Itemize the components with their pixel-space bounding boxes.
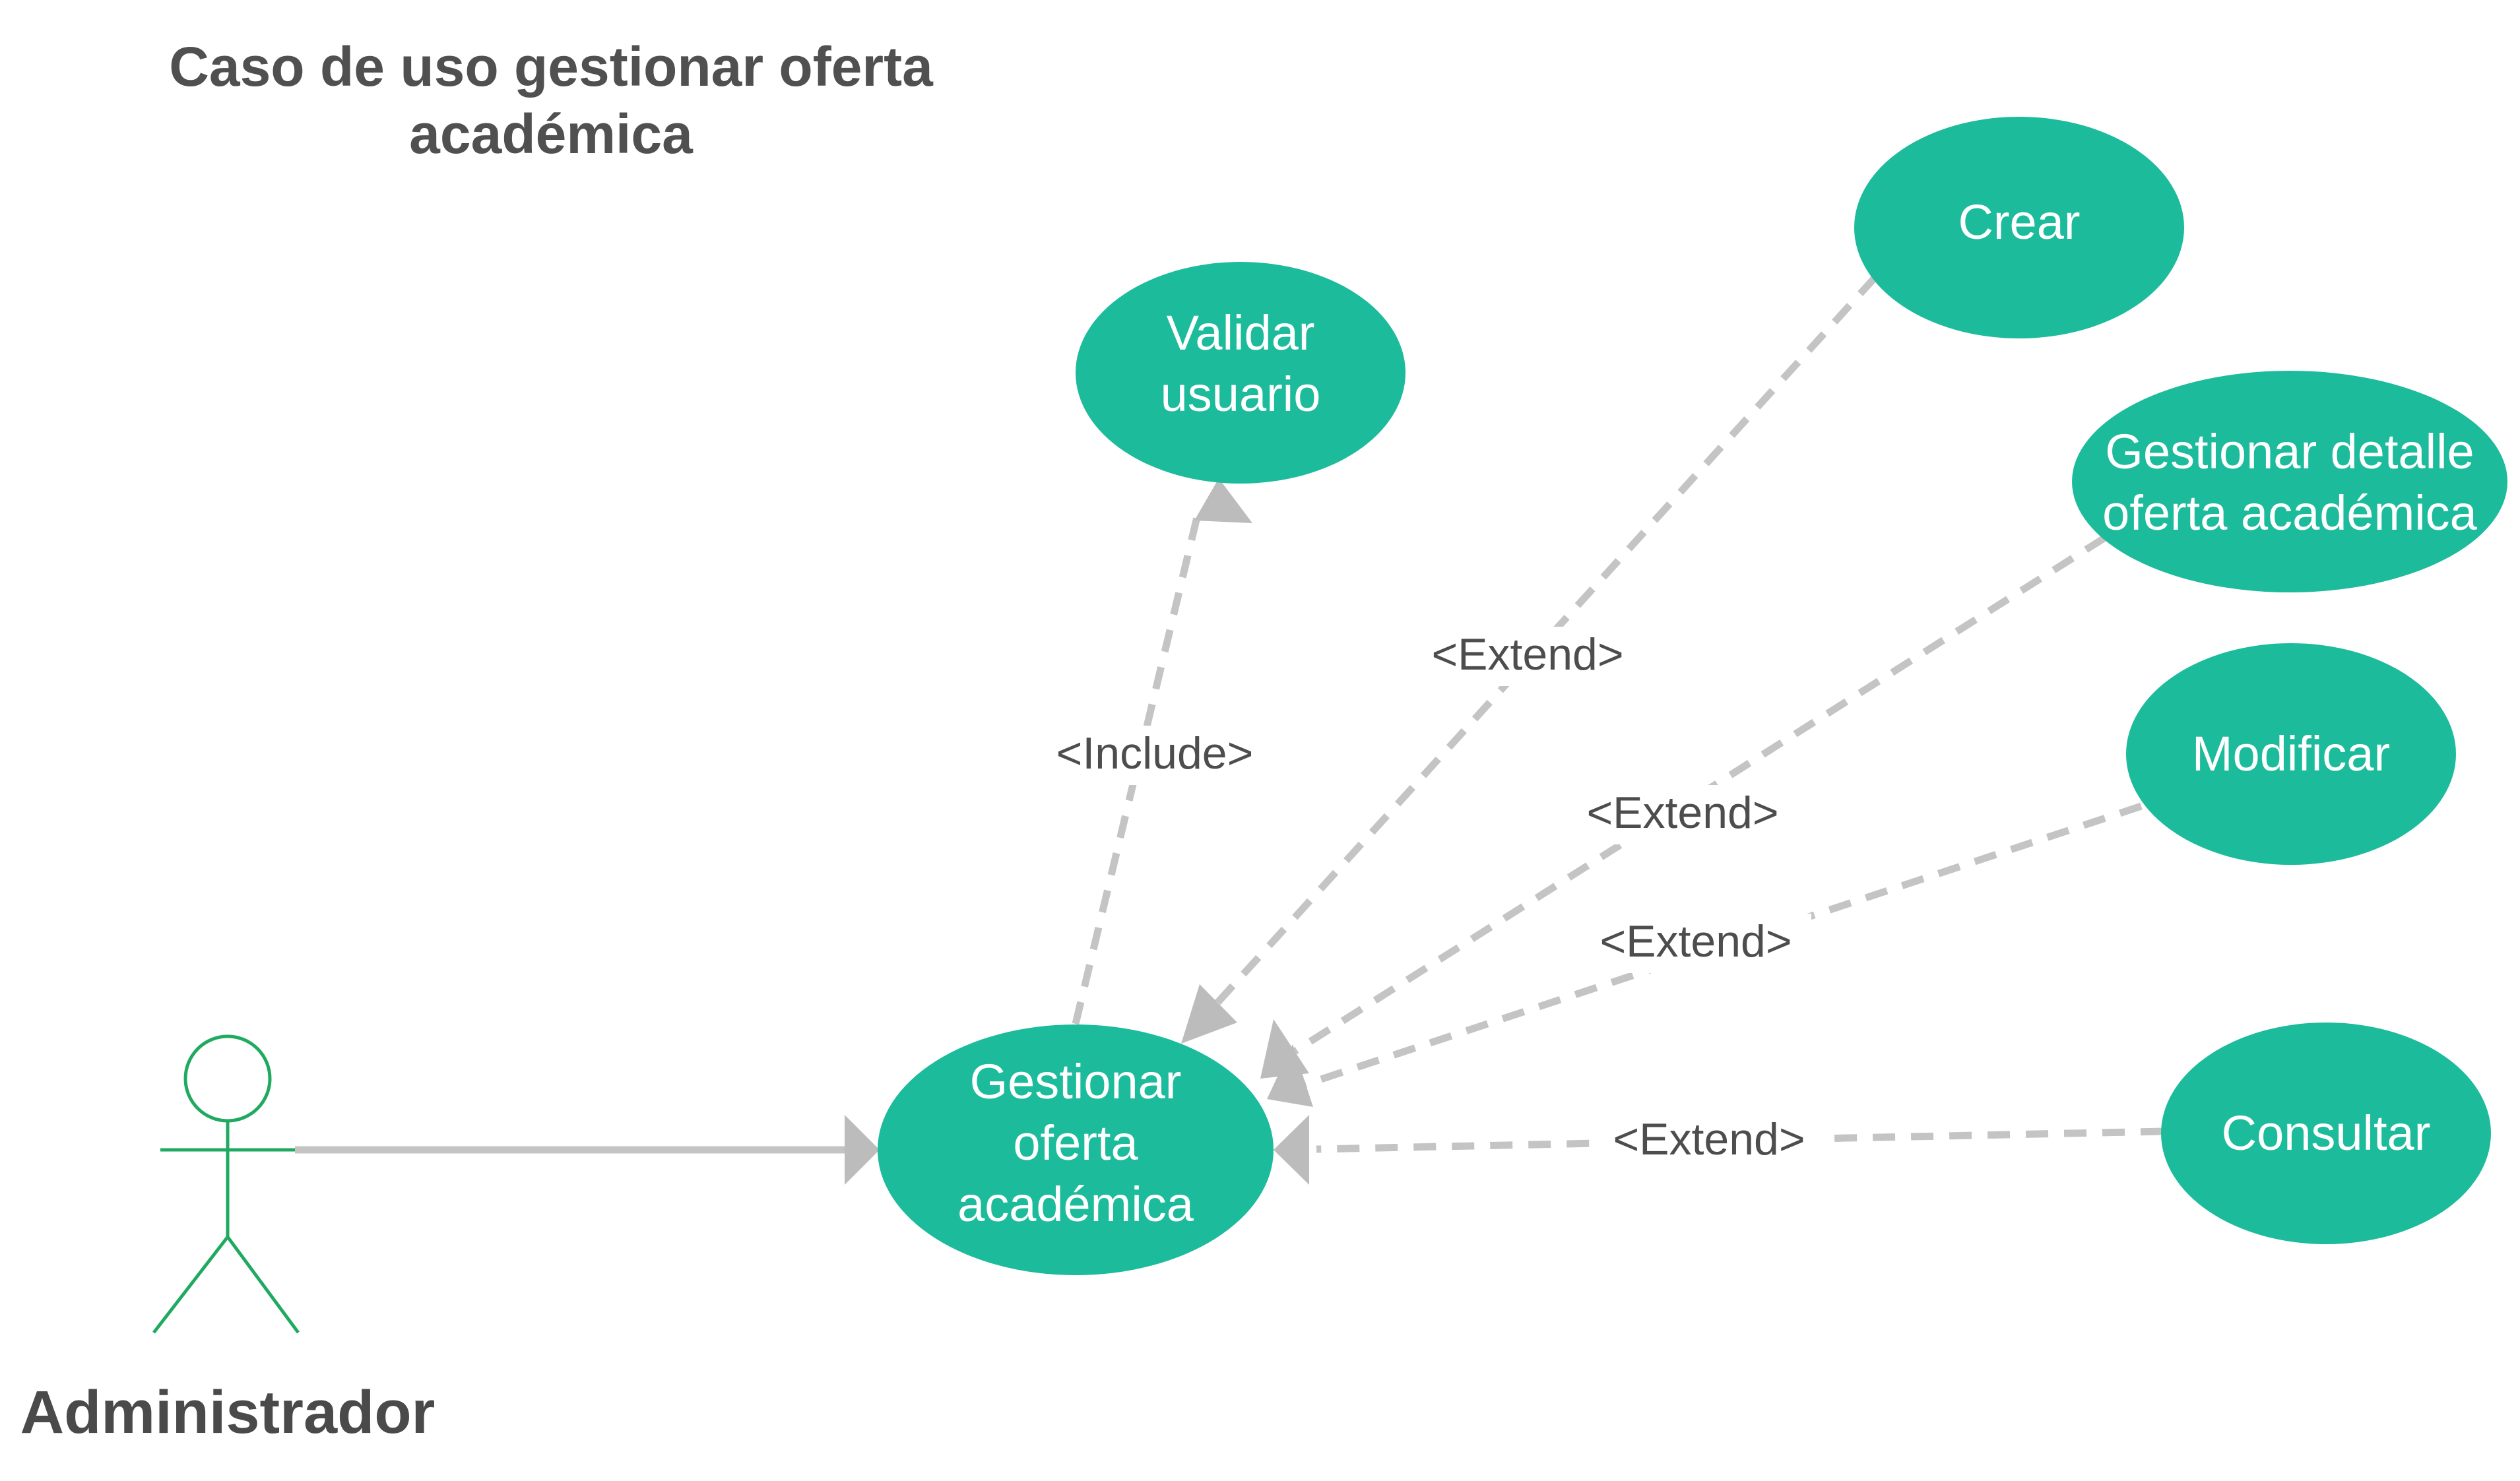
extend-crear-label: <Extend> — [1431, 629, 1623, 679]
extend-consultar-label-bg — [1597, 1112, 1821, 1171]
actor-left-leg — [152, 1236, 229, 1334]
actor-label: Administrador — [20, 1379, 436, 1446]
usecase-gestionar-line-2: oferta — [1013, 1116, 1138, 1170]
include-arrowhead — [1194, 478, 1252, 523]
actor-figure[interactable] — [152, 1034, 300, 1334]
extend-relation-crear[interactable] — [1181, 274, 1879, 1044]
actor-head — [183, 1034, 272, 1123]
usecase-validar-line-1: Validar — [1167, 305, 1315, 360]
usecase-validar-usuario[interactable]: Validar usuario — [1076, 262, 1405, 484]
usecase-crear[interactable]: Crear — [1854, 117, 2184, 338]
usecase-gestionar-line-1: Gestionar — [970, 1054, 1182, 1109]
extend-modificar-arrowhead — [1267, 1044, 1313, 1107]
usecase-validar-line-2: usuario — [1161, 367, 1321, 422]
diagram-title-line-2: académica — [409, 103, 694, 165]
usecase-gestionar-oferta[interactable]: Gestionar oferta académica — [878, 1024, 1274, 1275]
extend-consultar-label: <Extend> — [1613, 1114, 1805, 1164]
usecase-consultar-line-1: Consultar — [2222, 1106, 2431, 1160]
usecase-modificar[interactable]: Modificar — [2126, 643, 2456, 865]
diagram-title-line-1: Caso de uso gestionar oferta — [169, 36, 934, 98]
usecase-crear-line-1: Crear — [1958, 195, 2080, 249]
include-label: <Include> — [1056, 728, 1254, 778]
extend-detalle-label-bg — [1567, 785, 1798, 844]
usecase-detalle-line-1: Gestionar detalle — [2105, 424, 2474, 479]
extend-crear-label-bg — [1412, 627, 1643, 686]
usecase-modificar-line-1: Modificar — [2192, 726, 2390, 781]
extend-consultar-arrowhead — [1274, 1115, 1309, 1185]
actor-right-leg — [226, 1236, 300, 1334]
association-actor-gestionar[interactable] — [295, 1115, 880, 1185]
include-label-bg — [1041, 726, 1259, 785]
usecase-consultar[interactable]: Consultar — [2161, 1023, 2491, 1244]
association-arrowhead — [845, 1115, 880, 1185]
extend-detalle-label: <Extend> — [1586, 788, 1778, 838]
usecase-detalle-line-2: oferta académica — [2102, 486, 2477, 540]
extend-crear-arrowhead — [1181, 984, 1237, 1044]
usecase-gestionar-line-3: académica — [957, 1177, 1194, 1232]
extend-modificar-label-bg — [1580, 914, 1811, 973]
extend-modificar-label: <Extend> — [1599, 916, 1792, 966]
usecase-gestionar-detalle[interactable]: Gestionar detalle oferta académica — [2072, 371, 2507, 592]
include-relation[interactable] — [1072, 478, 1252, 1025]
